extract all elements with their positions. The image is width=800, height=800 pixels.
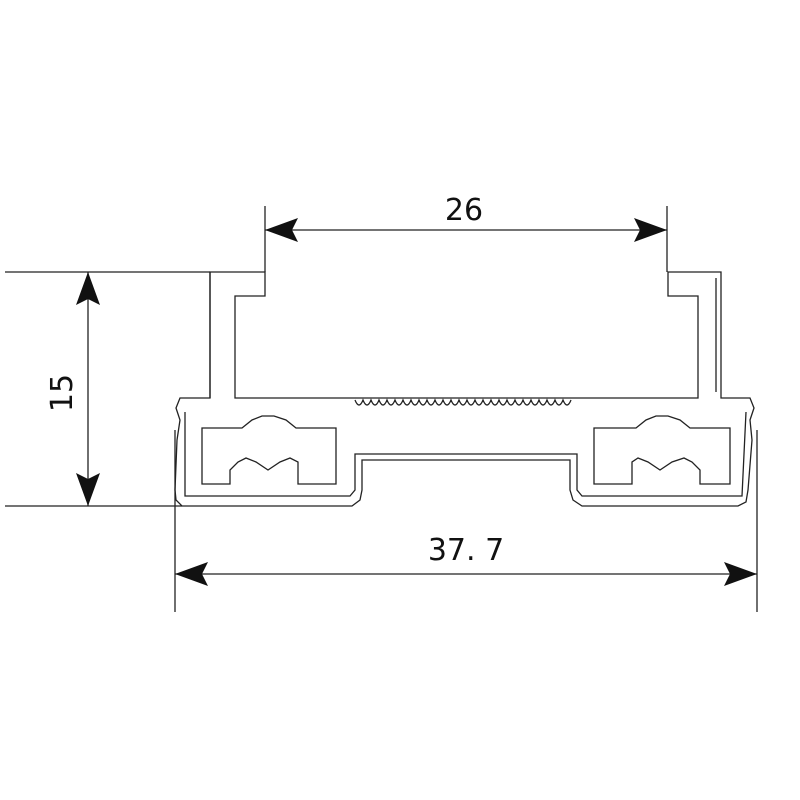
arrow-up <box>76 272 100 305</box>
arrow-left <box>175 562 208 586</box>
arrow-down <box>76 473 100 506</box>
arrow-right <box>724 562 757 586</box>
dimension-bottom-width: 37. 7 <box>174 430 758 612</box>
serration <box>354 398 572 406</box>
profile-outline <box>174 271 755 507</box>
arrow-right <box>634 218 667 242</box>
height-label: 15 <box>45 374 80 412</box>
top-width-label: 26 <box>445 193 483 228</box>
right-slot <box>593 415 731 485</box>
dimension-top-width: 26 <box>264 193 668 272</box>
left-slot <box>201 415 337 485</box>
arrow-left <box>265 218 298 242</box>
dimension-height: 15 <box>5 271 210 507</box>
bottom-width-label: 37. 7 <box>428 533 504 568</box>
